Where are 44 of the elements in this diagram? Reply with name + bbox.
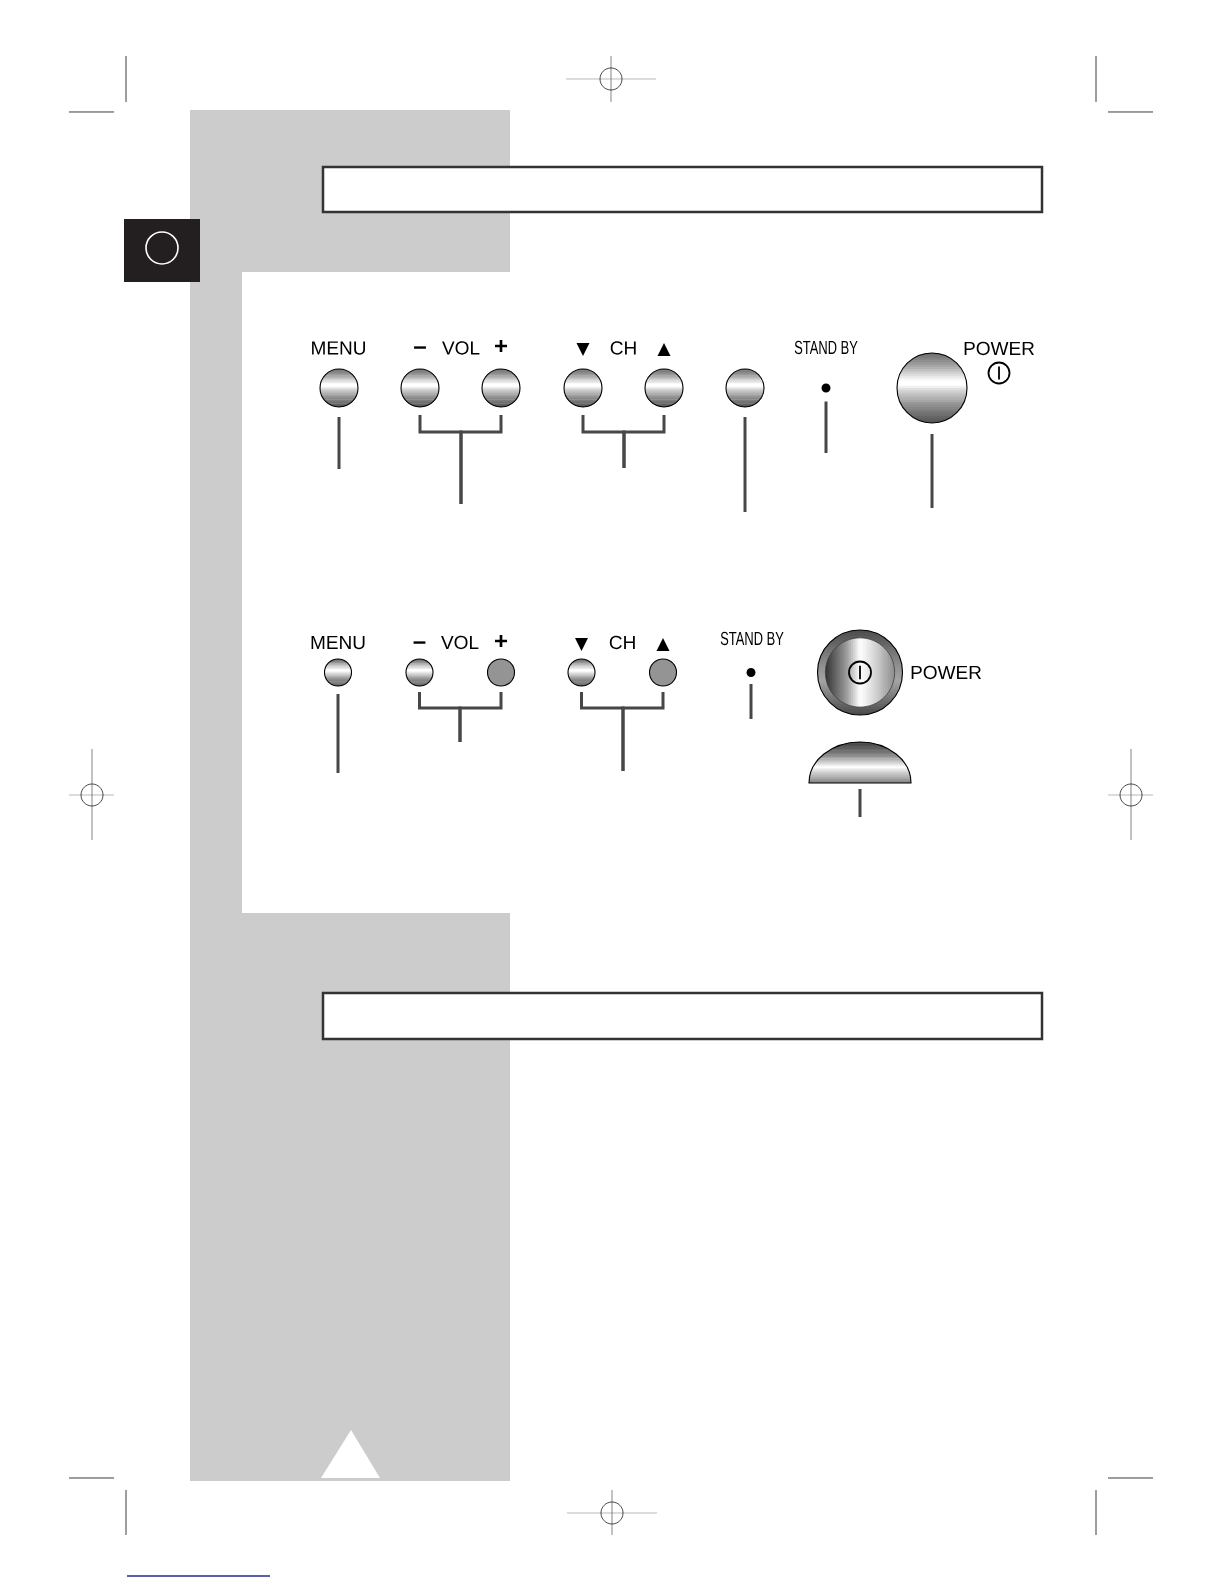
indicator-light (821, 383, 831, 393)
round-button (323, 658, 353, 687)
control-label: CH (609, 635, 635, 650)
control-label: STAND BY (720, 631, 784, 646)
leader-line (458, 692, 503, 742)
leader-line (337, 417, 341, 469)
control-label: ▼ (576, 343, 590, 357)
leader-line (858, 789, 862, 817)
leader-line (336, 694, 340, 773)
leader-line (621, 692, 665, 771)
control-label: MENU (312, 341, 365, 355)
control-label: MENU (311, 635, 365, 650)
round-button (563, 368, 603, 408)
leader-line (622, 415, 666, 468)
leader-line (749, 684, 753, 719)
control-label: POWER (964, 341, 1034, 356)
round-button (567, 658, 596, 687)
control-label: – (414, 346, 426, 349)
control-label: ▼ (575, 638, 588, 652)
control-label: STAND BY (794, 340, 858, 355)
button-side-view (808, 741, 912, 784)
control-label: POWER (911, 665, 981, 680)
leader-line (824, 401, 828, 453)
leader-line (459, 415, 503, 504)
round-button (648, 658, 678, 687)
control-label: ▲ (657, 343, 671, 357)
control-label: – (413, 641, 426, 644)
round-button (405, 658, 434, 687)
round-button (400, 368, 440, 408)
round-button (725, 368, 765, 408)
control-label: VOL (442, 341, 480, 355)
round-button (481, 368, 521, 408)
indicator-light (746, 668, 756, 677)
control-label: CH (610, 341, 636, 355)
control-label: VOL (441, 635, 479, 650)
control-label: + (495, 339, 508, 353)
round-button (644, 368, 684, 408)
round-button (486, 658, 516, 687)
leader-line (930, 434, 934, 508)
control-label: ▲ (656, 638, 670, 652)
leader-line (743, 417, 747, 512)
round-button (319, 368, 359, 408)
control-label: + (495, 634, 508, 648)
power-button (816, 629, 904, 716)
